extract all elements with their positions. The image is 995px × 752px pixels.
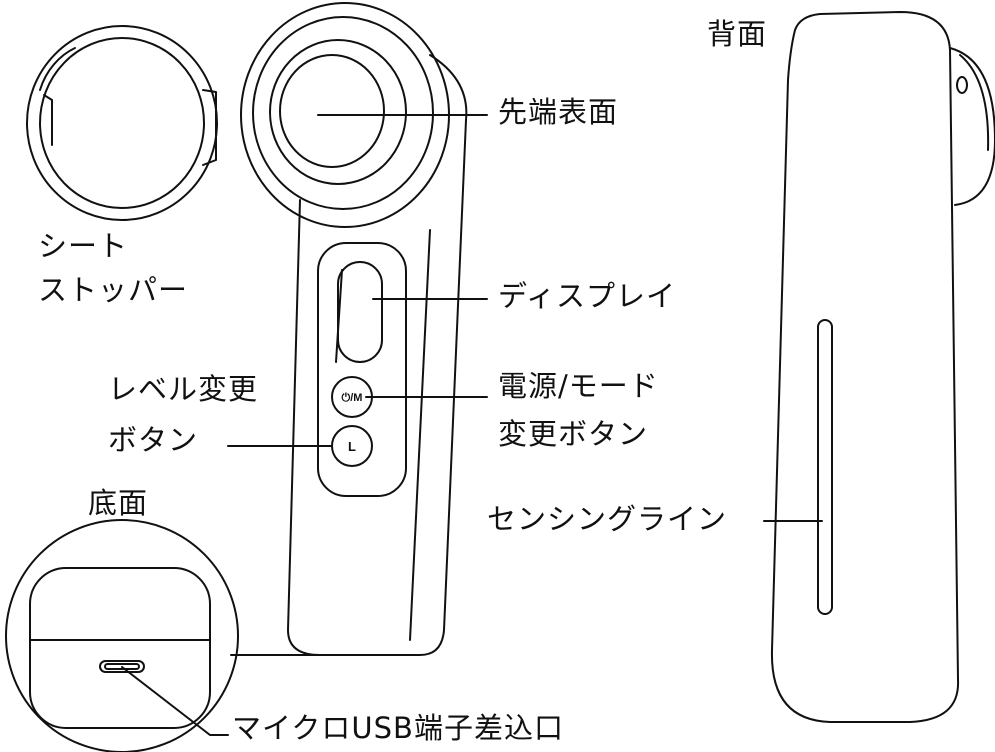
power-button-label-line1: 電源/モード xyxy=(498,369,659,403)
power-button-label-line2: 変更ボタン xyxy=(498,417,649,451)
level-glyph: L xyxy=(348,439,356,454)
sheet-stopper-label-line2: ストッパー xyxy=(38,273,189,307)
bottom-view xyxy=(5,519,239,752)
button-glyphs: ⏻/M L xyxy=(342,391,363,454)
back-label: 背面 xyxy=(707,17,768,51)
power-mode-glyph: ⏻/M xyxy=(342,391,363,404)
sheet-stopper-label-line1: シート xyxy=(38,229,129,263)
level-button-label-line2: ボタン xyxy=(108,423,199,457)
device-back xyxy=(770,11,995,723)
sensing-line-slot xyxy=(817,319,833,615)
display-label: ディスプレイ xyxy=(498,279,676,313)
usb-port-label: マイクロUSB端子差込口 xyxy=(232,711,564,745)
micro-usb-port xyxy=(99,660,145,673)
bottom-label: 底面 xyxy=(88,486,149,520)
tip-surface-label: 先端表面 xyxy=(498,95,619,129)
leader-lines xyxy=(121,114,823,736)
device-front xyxy=(240,2,468,656)
sensing-line-label: センシングライン xyxy=(487,502,728,536)
level-button-label-line1: レベル変更 xyxy=(108,372,259,406)
sheet-stopper-ring xyxy=(26,25,218,221)
